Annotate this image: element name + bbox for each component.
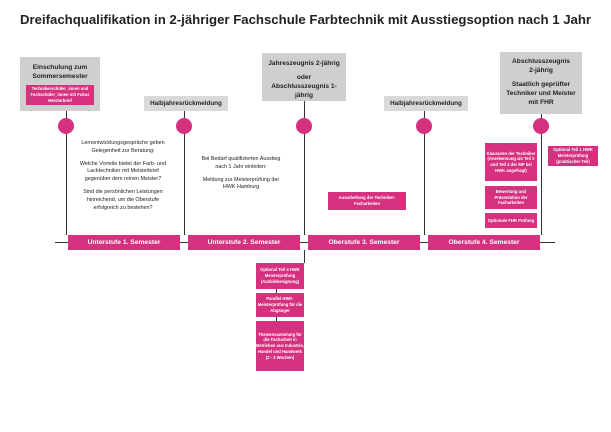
semester-bar-1: Unterstufe 1. Semester	[68, 235, 180, 250]
vorteile-text: Welche Vorteile bietet der Farb- und Lac…	[79, 160, 167, 183]
ausarbeitung-note: Ausarbeitung der Techniker-Facharbeiten	[328, 192, 406, 210]
jahreszeugnis-box: Jahreszeugnis 2-jährig oder Abschlusszeu…	[262, 53, 346, 101]
semester-bar-3: Oberstufe 3. Semester	[308, 235, 420, 250]
jahreszeugnis-line2: oder Abschlusszeugnis 1-jährig	[271, 73, 337, 99]
semester-bar-2: Unterstufe 2. Semester	[188, 235, 300, 250]
bedarf-text: Bei Bedarf qualifizierten Ausstieg nach …	[201, 156, 281, 170]
leistungen-text: Sind die persönlichen Leistungen hinreic…	[83, 189, 163, 211]
einschulung-label: Einschulung zum Sommersemester	[32, 64, 88, 80]
meldung-text: Meldung zur Meisterprüfung der HWK Hambu…	[202, 176, 280, 191]
jahreszeugnis-line1: Jahreszeugnis 2-jährig	[268, 60, 340, 67]
optionale-fhr-note: Optionale FHR Prüfung	[485, 213, 537, 228]
halbjahr-left-label: Halbjahresrückmeldung	[144, 96, 228, 111]
optional-teil4-note: Optional Teil 4 HWK Meisterprüfung (Ausb…	[256, 263, 304, 289]
page-title: Dreifachqualifikation in 2-jähriger Fach…	[19, 12, 592, 27]
bewertung-note: Bewertung und Präsentation der Facharbei…	[485, 186, 537, 209]
connector-line	[424, 111, 425, 235]
ausstieg-note: Bei Bedarf qualifizierten Ausstieg nach …	[200, 156, 282, 192]
semester-bar-4: Oberstufe 4. Semester	[428, 235, 540, 250]
lernentwicklung-text: Lernentwicklungsgespräche geben Gelegenh…	[81, 140, 165, 154]
themensammlung-note: Themensammlung für die Facharbeit in Bet…	[256, 321, 304, 371]
abschlusszeugnis-box: Abschlusszeugnis 2-jährig Staatlich gepr…	[500, 52, 582, 114]
optional-teil1-note: Optional Teil 1 HWK Meisterprüfung (prak…	[548, 146, 598, 166]
halbjahr-right-label: Halbjahresrückmeldung	[384, 96, 468, 111]
abschluss-line1: Abschlusszeugnis 2-jährig	[512, 58, 570, 74]
milestone-dot	[416, 118, 432, 134]
connector-line	[184, 111, 185, 235]
timeline-line	[55, 242, 555, 243]
einschulung-box: Einschulung zum Sommersemester Techniker…	[20, 57, 100, 111]
milestone-dot	[58, 118, 74, 134]
abschluss-line2: Staatlich geprüfter Techniker und Meiste…	[506, 80, 576, 106]
milestone-dot	[176, 118, 192, 134]
milestone-dot	[533, 118, 549, 134]
connector-line	[276, 263, 277, 371]
connector-line	[541, 114, 542, 235]
klausuren-note: Klausuren der Techniker (Anerkennung als…	[485, 143, 537, 181]
connector-line	[304, 101, 305, 235]
technikerschueler-note: Technikerschüler_innen und Fachschüler_i…	[26, 85, 94, 105]
parallel-hwk-note: Parallel HWK-Meisterprüfung für die Abgä…	[256, 293, 304, 317]
lernentwicklung-note: Lernentwicklungsgespräche geben Gelegenh…	[76, 140, 170, 213]
connector-line	[304, 250, 305, 263]
connector-line	[66, 111, 67, 235]
milestone-dot	[296, 118, 312, 134]
